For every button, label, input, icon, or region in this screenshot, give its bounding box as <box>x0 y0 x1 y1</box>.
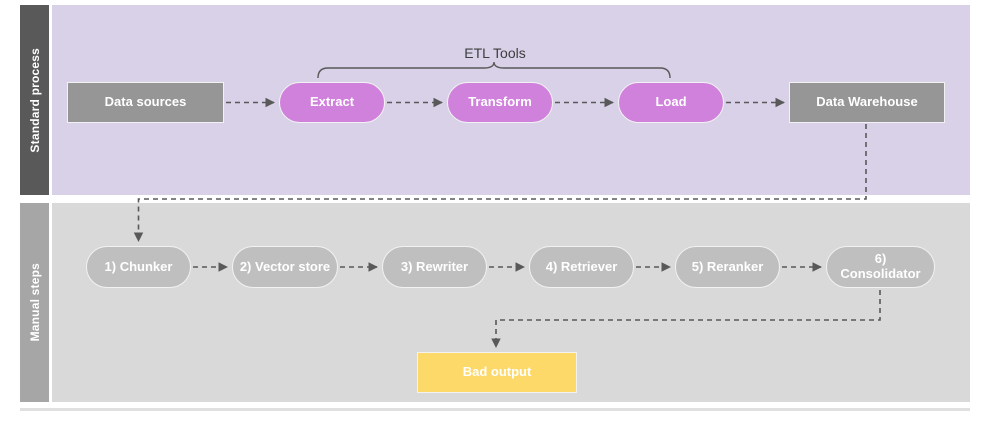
node-label-reranker: 5) Reranker <box>691 258 764 274</box>
node-chunker[interactable]: 1) Chunker <box>86 246 191 288</box>
node-data-sources[interactable]: Data sources <box>67 82 224 123</box>
node-label-data-sources: Data sources <box>104 94 187 110</box>
bottom-divider <box>20 408 970 411</box>
node-retriever[interactable]: 4) Retriever <box>529 246 634 288</box>
node-label-consolidator: 6) Consolidator <box>840 251 921 281</box>
node-reranker[interactable]: 5) Reranker <box>675 246 780 288</box>
node-label-bad-output: Bad output <box>462 364 532 380</box>
node-label-vector-store: 2) Vector store <box>239 258 331 274</box>
node-label-extract: Extract <box>309 94 355 110</box>
node-vector-store[interactable]: 2) Vector store <box>232 246 338 288</box>
node-bad-output[interactable]: Bad output <box>417 352 577 393</box>
node-label-rewriter: 3) Rewriter <box>400 258 469 274</box>
lane-band-manual-steps: Manual steps <box>20 203 49 402</box>
node-label-chunker: 1) Chunker <box>104 258 173 274</box>
node-label-data-warehouse: Data Warehouse <box>816 94 918 110</box>
node-extract[interactable]: Extract <box>279 82 385 123</box>
node-load[interactable]: Load <box>618 82 724 123</box>
node-transform[interactable]: Transform <box>447 82 553 123</box>
node-rewriter[interactable]: 3) Rewriter <box>382 246 487 288</box>
etl-tools-label: ETL Tools <box>464 45 526 61</box>
node-label-retriever: 4) Retriever <box>545 258 618 274</box>
node-data-warehouse[interactable]: Data Warehouse <box>789 82 945 123</box>
node-consolidator[interactable]: 6) Consolidator <box>826 246 935 288</box>
lane-band-standard-process: Standard process <box>20 5 49 195</box>
node-label-load: Load <box>655 94 687 110</box>
node-label-transform: Transform <box>468 94 532 110</box>
lane-label-manual-steps: Manual steps <box>27 263 42 342</box>
lane-label-standard-process: Standard process <box>27 47 42 153</box>
